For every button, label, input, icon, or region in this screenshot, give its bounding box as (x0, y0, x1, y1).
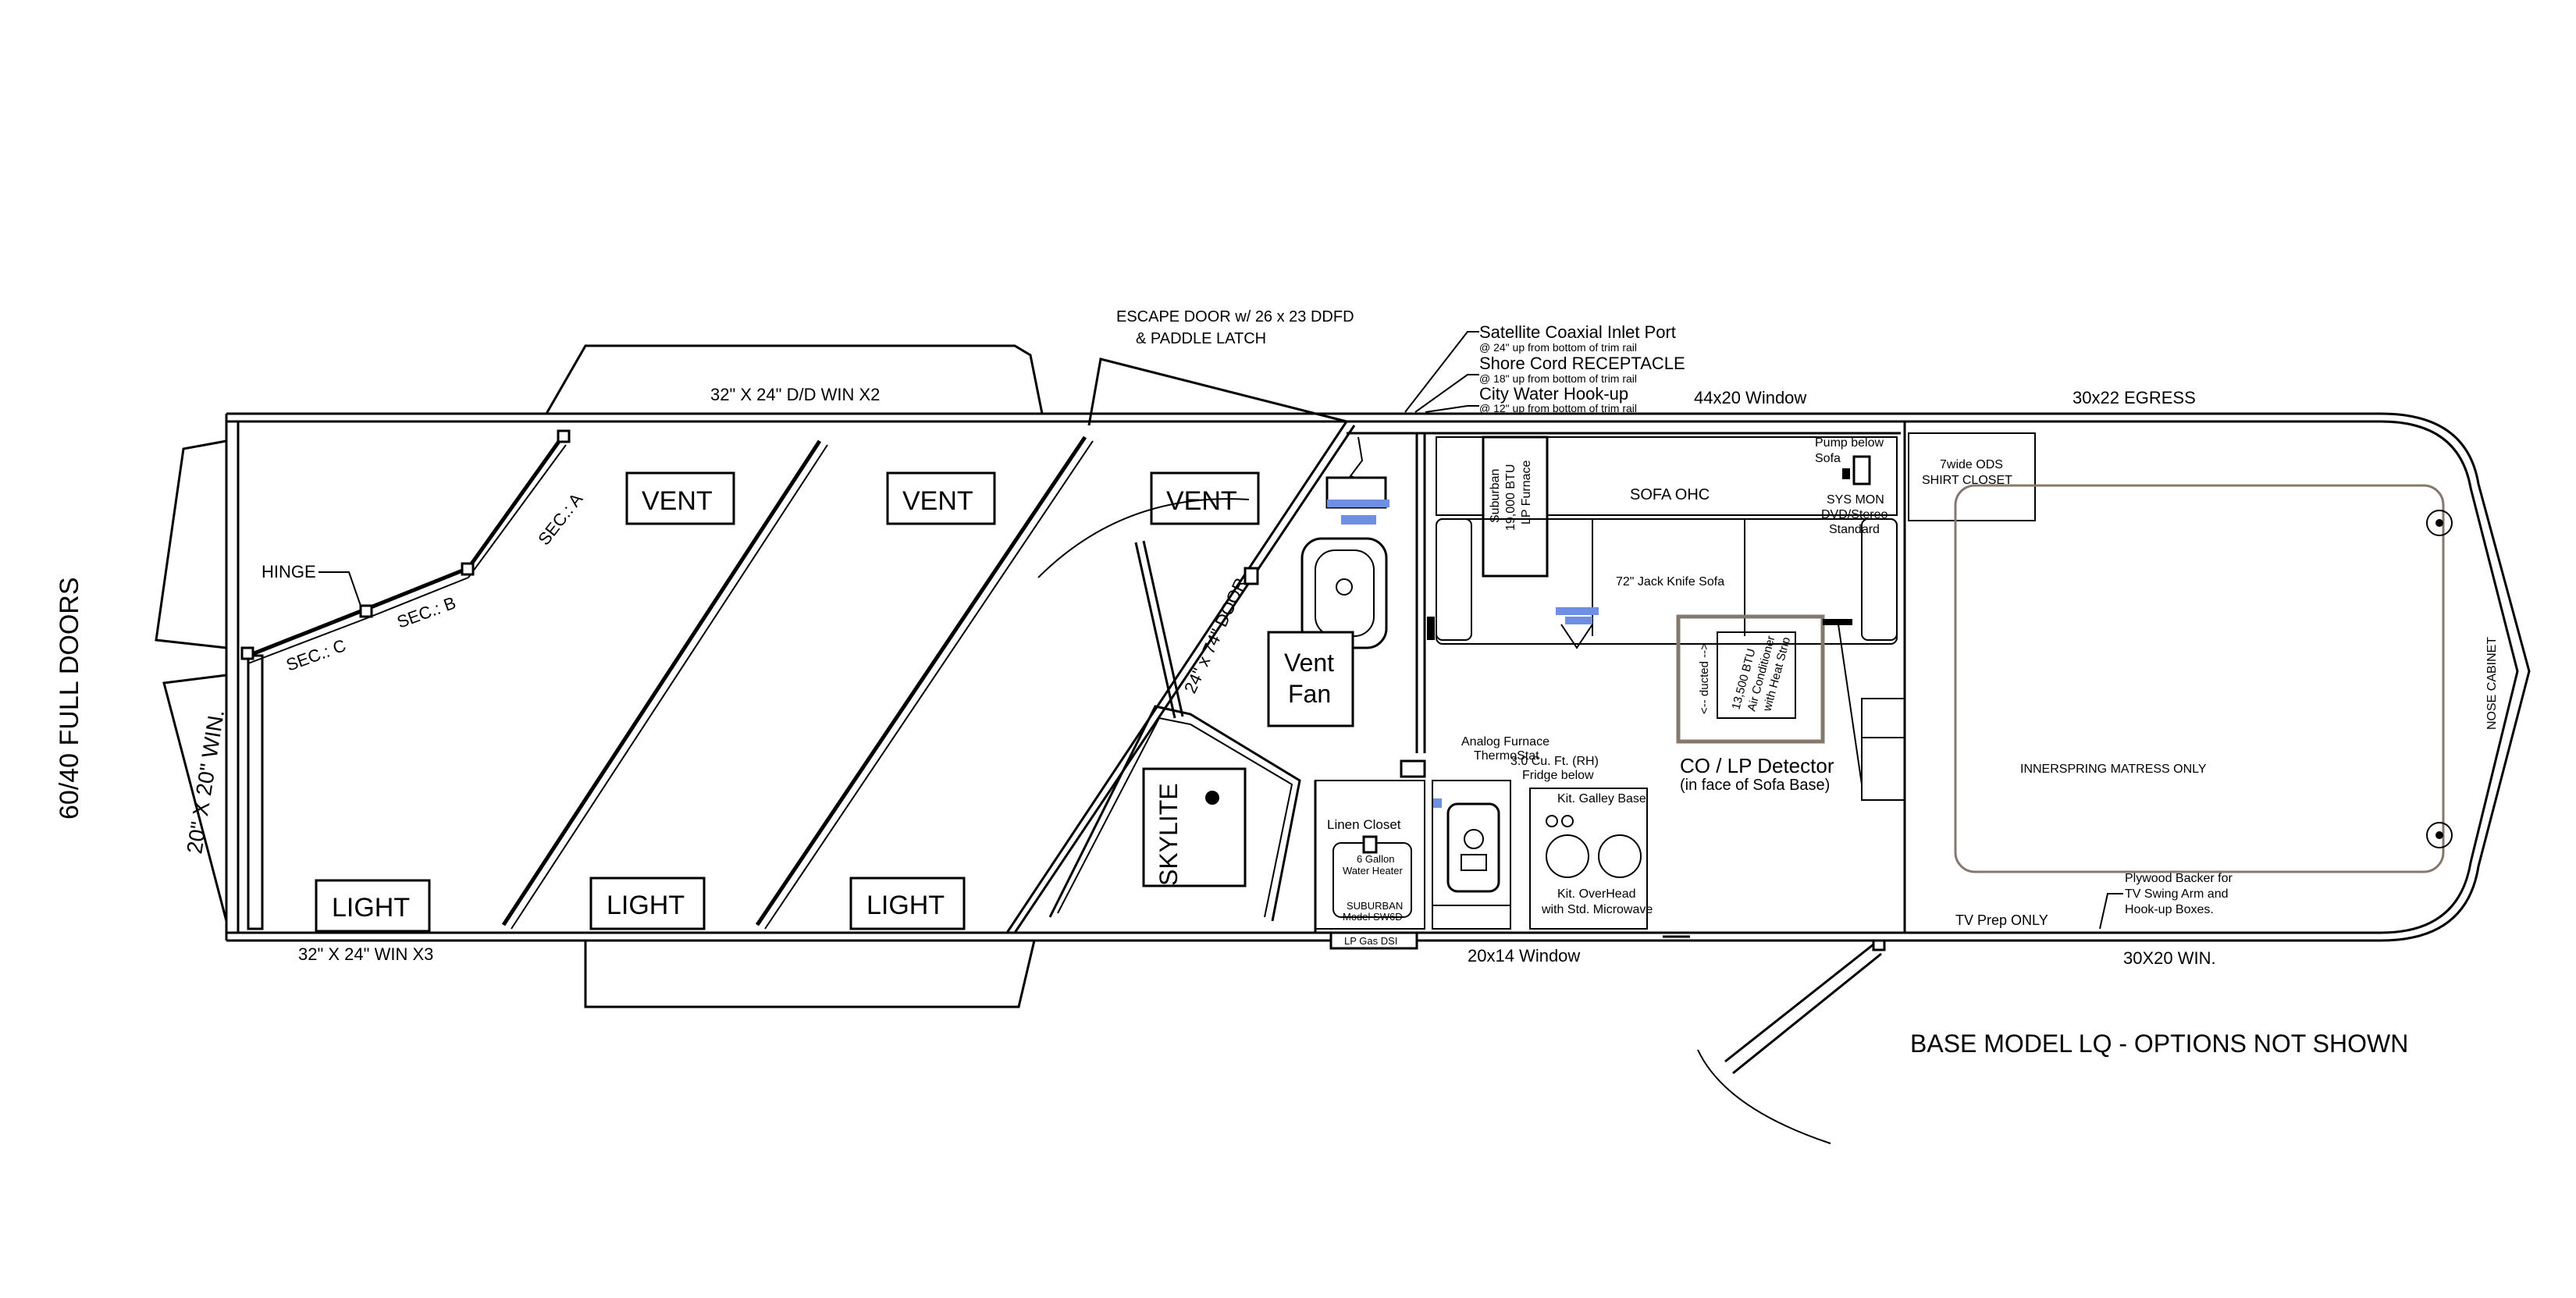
shore-note: @ 18" up from bottom of trim rail (1479, 372, 1637, 385)
shirt-closet (1908, 432, 2036, 521)
light-3-label: LIGHT (866, 891, 945, 920)
suburban-label: SUBURBAN (1347, 900, 1403, 912)
furnace (1482, 436, 1549, 578)
window-x3-label: 32" X 24" WIN X3 (298, 944, 433, 964)
light-3 (849, 877, 966, 930)
shore-label: Shore Cord RECEPTACLE (1479, 354, 1685, 373)
escape-door-label: ESCAPE DOOR w/ 26 x 23 DDFD (1116, 308, 1354, 325)
light-1 (315, 879, 431, 933)
plywood-label: Plywood Backer for (2125, 872, 2233, 885)
furnace-label-3: LP Furnace (1520, 460, 1533, 525)
nose-cabinet-label: NOSE CABINET (2485, 637, 2499, 730)
window-20x14-label: 20x14 Window (1468, 946, 1580, 965)
door-size-label: 24" x 74" DOOR (1180, 575, 1251, 696)
tv-prep-label: TV Prep ONLY (1955, 912, 2048, 928)
co-lp-label: CO / LP Detector (1680, 754, 1834, 777)
fridge-label-2: Fridge below (1522, 769, 1594, 782)
sec-b-label: SEC.: B (394, 592, 458, 631)
sys-mon-label-3: Standard (1829, 523, 1880, 536)
sofa-label: 72" Jack Knife Sofa (1616, 575, 1724, 589)
pump-label-2: Sofa (1815, 452, 1841, 465)
rear-doors: 60/40 FULL DOORS 20" X 20" WIN. (55, 439, 264, 930)
sofa-ohc-label: SOFA OHC (1630, 486, 1710, 503)
galley-base (1529, 788, 1648, 930)
light-1-label: LIGHT (332, 893, 410, 923)
sys-mon-label: SYS MON (1827, 493, 1884, 507)
furnace-label: Suburban (1489, 469, 1502, 523)
window-30x20-label: 30X20 WIN. (2123, 948, 2216, 968)
vent-fan (1267, 631, 1354, 727)
closet-label: 7wide ODS (1940, 458, 2003, 471)
vent-fan-label-2: Fan (1288, 680, 1331, 708)
light-2-label: LIGHT (607, 891, 685, 920)
vent-fan-label: Vent (1284, 649, 1334, 677)
vent-2-label: VENT (902, 486, 973, 516)
vent-1 (625, 471, 735, 525)
satellite-label: Satellite Coaxial Inlet Port (1479, 322, 1676, 342)
plywood-label-2: TV Swing Arm and (2125, 887, 2229, 901)
sec-a-label: SEC.: A (534, 489, 586, 549)
dd-window-label: 32" X 24" D/D WIN X2 (710, 385, 880, 404)
vent-3-label: VENT (1166, 486, 1237, 516)
water-heater-label: 6 Gallon (1357, 853, 1394, 865)
vent-1-label: VENT (642, 486, 713, 516)
egress-label: 30x22 EGRESS (2073, 388, 2196, 407)
escape-door-label-2: & PADDLE LATCH (1136, 330, 1266, 347)
full-doors-label: 60/40 FULL DOORS (55, 577, 84, 820)
closet-label-2: SHIRT CLOSET (1922, 474, 2012, 487)
plywood-label-3: Hook-up Boxes. (2125, 903, 2214, 916)
lp-gas-label: LP Gas DSI (1344, 935, 1397, 947)
hookup-callouts: Satellite Coaxial Inlet Port @ 24" up fr… (1404, 322, 2196, 414)
bathroom: Vent Fan (1267, 432, 1435, 778)
mattress-label: INNERSPRING MATRESS ONLY (2020, 763, 2207, 776)
vent-2 (886, 471, 996, 525)
co-lp-note: (in face of Sofa Base) (1680, 777, 1830, 794)
base-model-label: BASE MODEL LQ - OPTIONS NOT SHOWN (1910, 1030, 2408, 1058)
mattress (1954, 484, 2445, 873)
pump-label: Pump below (1815, 436, 1884, 450)
water-heater-label-2: Water Heater (1343, 865, 1403, 877)
drop-down-windows: 32" X 24" D/D WIN X2 32" X 24" WIN X3 (298, 344, 1044, 1008)
vents-and-lights: VENT VENT VENT LIGHT LIGHT LIGHT (315, 471, 1260, 933)
hinge-label: HINGE (262, 562, 316, 581)
air-conditioner (1676, 614, 1825, 744)
living-area: SOFA OHC Suburban 19,000 BTU LP Furnace … (1425, 421, 2036, 933)
linen-closet-label: Linen Closet (1327, 817, 1401, 832)
skylite-label: SKYLITE (1155, 783, 1183, 886)
city-water-label: City Water Hook-up (1479, 384, 1628, 404)
thermostat-label-2: ThermoStat (1474, 749, 1539, 763)
city-water-note: @ 12" up from bottom of trim rail (1479, 402, 1637, 414)
satellite-note: @ 24" up from bottom of trim rail (1479, 341, 1637, 354)
light-2 (589, 877, 706, 930)
lp-gas (1329, 931, 1418, 950)
sec-c-label: SEC.: C (283, 635, 348, 675)
window-44x20-label: 44x20 Window (1694, 388, 1806, 407)
galley-label: Kit. Galley Base (1557, 792, 1646, 805)
thermostat-label: Analog Furnace (1461, 735, 1550, 749)
furnace-label-2: 19,000 BTU (1504, 464, 1517, 531)
sys-mon-label-2: DVD/Stereo (1821, 508, 1888, 521)
overhead-label-2: with Std. Microwave (1541, 903, 1653, 916)
linen-closet (1315, 780, 1425, 930)
fridge-label: 3.0 Cu. Ft. (RH) (1510, 755, 1599, 768)
galley: Linen Closet 6 Gallon Water Heater SUBUR… (1314, 735, 1690, 965)
bedroom: INNERSPRING MATRESS ONLY NOSE CABINET Pl… (1697, 484, 2499, 1144)
overhead-label: Kit. OverHead (1557, 887, 1635, 901)
ducted-label: <-- ducted --> (1698, 643, 1711, 714)
suburban-label-2: Model SW6D (1343, 911, 1403, 923)
skylite (1142, 767, 1247, 887)
